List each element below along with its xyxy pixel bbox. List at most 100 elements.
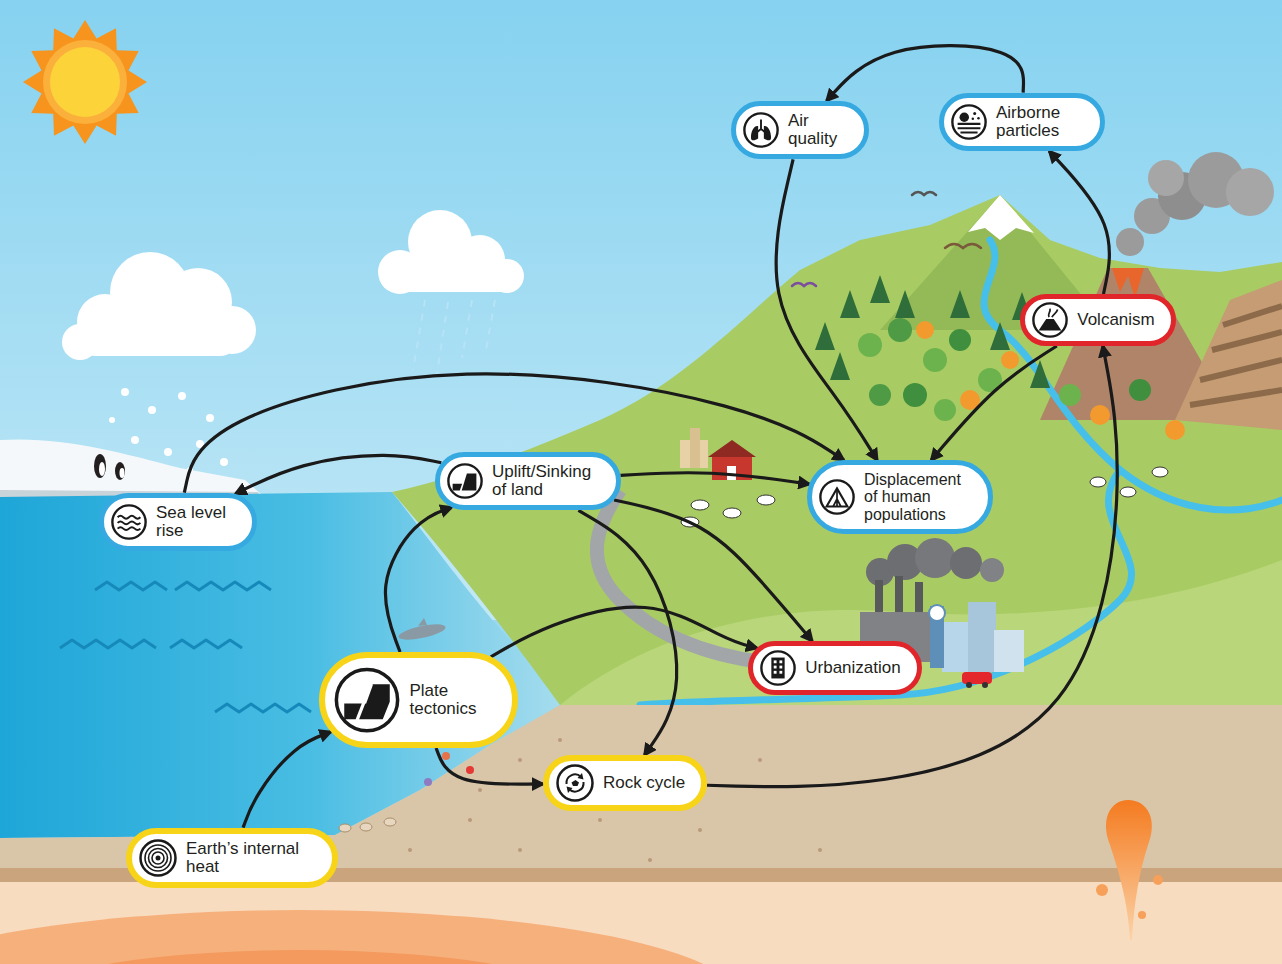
concept-node: Volcanism [1020, 294, 1175, 346]
cloud [131, 436, 139, 444]
forest [1090, 405, 1110, 425]
volcano [1116, 228, 1144, 256]
livestock [1152, 467, 1168, 477]
sea-life [360, 823, 372, 831]
city [929, 605, 945, 621]
sediment [818, 848, 822, 852]
volcano [1148, 160, 1184, 196]
node-label: Airborne particles [996, 104, 1084, 141]
rain [486, 300, 495, 350]
node-icon [744, 113, 777, 146]
node-label: Displacement of human populations [864, 471, 972, 523]
label-stack: Airborne particles [996, 104, 1084, 141]
city [980, 558, 1004, 582]
arrow-connector [776, 159, 877, 460]
earth-layers [0, 950, 600, 964]
wave-mark [215, 704, 311, 712]
node-icon [952, 105, 985, 138]
node-label: Uplift/Sinking of land [492, 463, 600, 500]
node-icon [112, 505, 145, 538]
livestock [723, 508, 741, 518]
label-stack: Air quality [788, 112, 848, 149]
rain [413, 300, 425, 370]
sediment [648, 858, 652, 862]
sea-life [339, 824, 351, 832]
cloud [178, 392, 186, 400]
forest [934, 399, 956, 421]
cloud [148, 406, 156, 414]
cloud [220, 458, 228, 466]
node-icon [448, 464, 481, 497]
forest [1165, 420, 1185, 440]
wave-mark [60, 640, 242, 648]
city [962, 672, 992, 684]
sea-life [384, 818, 396, 826]
sun [50, 47, 120, 117]
sun [43, 40, 127, 124]
forest [888, 318, 912, 342]
node-label: Urbanization [805, 659, 900, 677]
road [597, 490, 790, 665]
arrow-connector [614, 500, 812, 641]
penguin [120, 468, 125, 478]
river [984, 240, 1282, 510]
cloud [62, 252, 256, 473]
forest [949, 329, 971, 351]
label-stack: Displacement of human populations [864, 471, 972, 523]
farm [708, 440, 756, 457]
volcano [1226, 168, 1274, 216]
city [930, 606, 944, 668]
rain [413, 300, 495, 380]
city [915, 538, 955, 578]
sediment [698, 828, 702, 832]
livestock [1120, 487, 1136, 497]
dolphin [397, 618, 446, 643]
birds [792, 192, 981, 286]
magma-plume [1153, 875, 1163, 885]
forest [815, 275, 1050, 388]
cloud [78, 320, 238, 356]
node-label: Volcanism [1077, 311, 1154, 329]
forest [815, 275, 1185, 440]
arrow-connector [236, 455, 442, 493]
river [640, 240, 1282, 705]
sediment [558, 738, 562, 742]
node-icon [1031, 301, 1069, 339]
node-icon [1034, 303, 1067, 336]
concept-node: Airborne particles [939, 93, 1105, 152]
node-icon [762, 651, 795, 684]
node-icon [820, 480, 853, 513]
rock-strata [1175, 280, 1282, 430]
sediment [598, 818, 602, 822]
node-label: Rock cycle [603, 774, 685, 792]
mountain [968, 195, 1034, 240]
livestock [1090, 477, 1106, 487]
penguin [99, 462, 105, 476]
cloud [378, 210, 524, 294]
city [994, 630, 1024, 672]
label-stack: Earth’s internal heat [186, 840, 316, 877]
node-icon [759, 649, 797, 687]
sediment [478, 788, 482, 792]
sea-life [424, 778, 432, 786]
sun [23, 20, 147, 144]
arrow-connector [491, 607, 757, 657]
arrow-connector [436, 748, 543, 784]
sediment [298, 738, 822, 862]
birds [912, 192, 936, 195]
concept-node: Uplift/Sinking of land [435, 452, 621, 511]
node-icon [742, 111, 780, 149]
livestock [691, 500, 709, 510]
sea-life [339, 752, 474, 832]
city [942, 622, 972, 672]
magma-plume [1106, 800, 1152, 940]
forest [1001, 351, 1019, 369]
label-stack: Rock cycle [603, 774, 685, 792]
node-label: Air quality [788, 112, 848, 149]
farm [690, 428, 700, 468]
ground [0, 705, 1282, 880]
city [966, 682, 972, 688]
node-label: Earth’s internal heat [186, 840, 316, 877]
forest [1129, 379, 1151, 401]
